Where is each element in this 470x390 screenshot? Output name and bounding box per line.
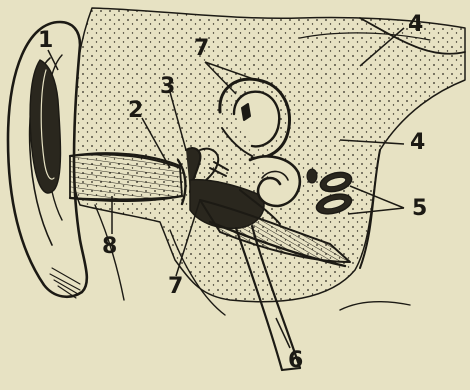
label-5: 5 [412,198,427,220]
label-8: 8 [102,236,117,258]
label-3: 3 [160,76,175,98]
label-7-top: 7 [194,38,209,60]
label-1: 1 [38,30,53,52]
label-7-bottom: 7 [168,276,183,298]
label-6: 6 [288,350,303,372]
label-4-top: 4 [408,14,423,36]
label-2: 2 [128,100,143,122]
label-4-right: 4 [410,132,425,154]
